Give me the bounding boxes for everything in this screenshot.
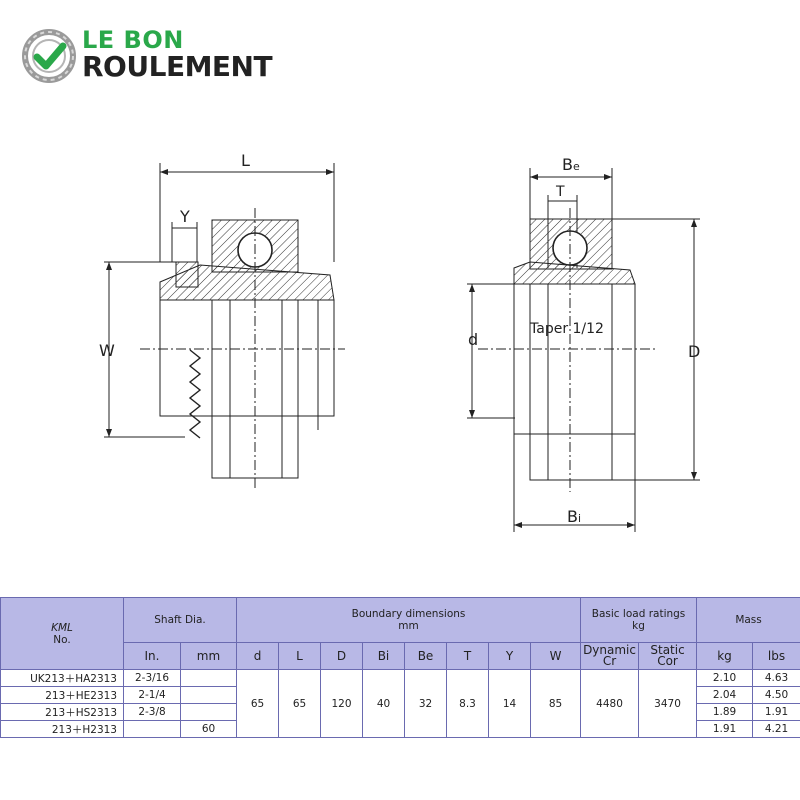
dim-label-D: D [688,342,700,361]
brand-name-line2: ROULEMENT [82,50,273,83]
dim-label-L: L [241,151,250,170]
table-row: 213＋HS2313 2-3/8 1.89 1.91 [0,703,800,721]
spec-table: KML No. Shaft Dia. Boundary dimensions m… [0,597,800,738]
cell-T: 8.3 [446,669,489,738]
subheader-Y: Y [488,642,531,670]
brand-logo: LE BON ROULEMENT [22,26,302,86]
dim-label-Be: Be [562,155,580,174]
subheader-mm: mm [180,642,237,670]
dim-label-Y: Y [179,207,190,226]
dim-label-T: T [555,184,565,200]
table-row: 213＋H2313 60 1.91 4.21 [0,720,800,738]
cell-D: 120 [320,669,363,738]
subheader-Bi: Bi [362,642,405,670]
subheader-L: L [278,642,321,670]
cell-Bi: 40 [362,669,405,738]
header-boundary-dimensions: Boundary dimensions mm [235,597,582,643]
taper-label: Taper 1/12 [529,321,604,337]
side-view-left [104,163,345,490]
cell-Cor: 3470 [638,669,698,738]
header-model-no: KML No. [0,597,124,670]
cell-Cr: 4480 [580,669,640,738]
header-load-ratings: Basic load ratings kg [580,597,698,643]
subheader-Be: Be [404,642,447,670]
bearing-technical-drawing: L Y W Be T d D Taper 1/12 Bi [99,151,700,532]
dim-label-Bi: Bi [567,507,581,526]
dim-label-W: W [99,341,115,360]
table-row: 213＋HE2313 2-1/4 2.04 4.50 [0,686,800,704]
header-shaft-dia: Shaft Dia. [123,597,237,643]
subheader-T: T [446,642,489,670]
subheader-kg: kg [696,642,754,670]
subheader-D: D [320,642,363,670]
subheader-W: W [529,642,582,670]
cell-Y: 14 [488,669,531,738]
dim-label-d: d [468,330,478,349]
side-view-right [467,168,700,532]
brand-name-line1: LE BON [82,26,184,54]
subheader-d: d [236,642,279,670]
subheader-lbs: lbs [752,642,800,670]
header-mass: Mass [696,597,800,643]
cell-d: 65 [236,669,279,738]
cell-W: 85 [529,669,582,738]
table-row: UK213＋HA2313 2-3/16 65 65 120 40 32 8.3 … [0,669,800,738]
bearing-check-icon [22,29,76,83]
subheader-in: In. [123,642,181,670]
cell-L: 65 [278,669,321,738]
cell-Be: 32 [404,669,447,738]
